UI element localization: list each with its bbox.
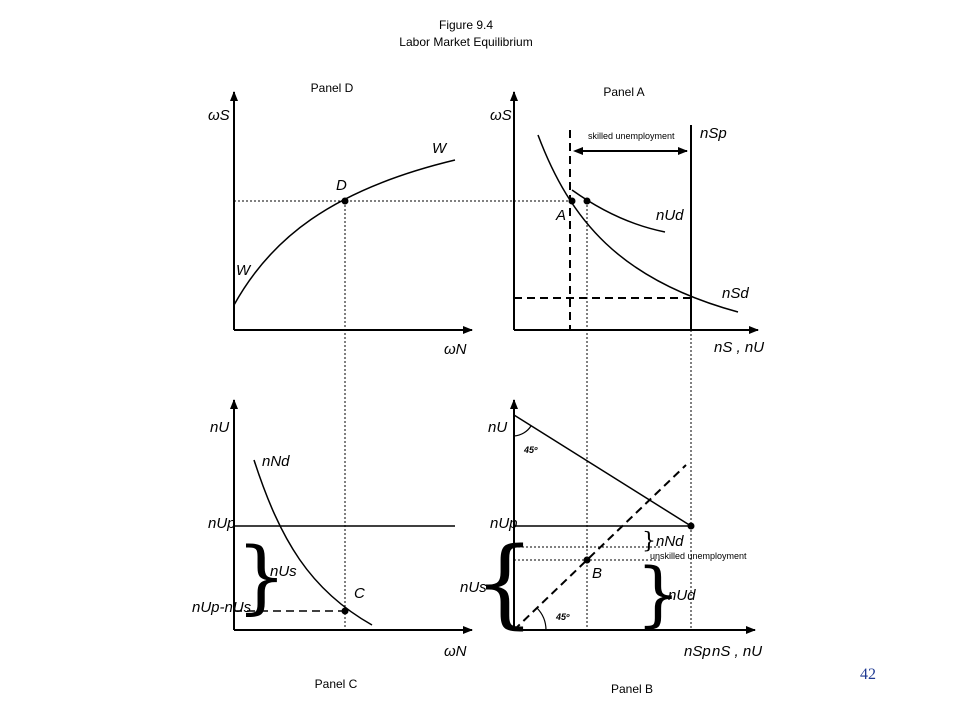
point-b [583,556,591,564]
panel-c: Panel C nU ωN C nNd nUp nUs nUp-nUs } [192,399,473,691]
panel-d-x-label: ωN [444,341,467,358]
diff-label-c: nUp-nUs [192,599,252,616]
nnd-label-b: nNd [656,533,684,550]
panel-b-title: Panel B [611,682,653,696]
panel-a-title: Panel A [603,85,644,99]
brace-b-nnd: } [642,529,656,554]
constraint-line [513,414,692,527]
unskilled-unemployment-label: unskilled unemployment [650,551,747,561]
angle-bottom-label: 45º [555,612,570,622]
panel-b: Panel B nU nS , nU 45º 45º B nUp nUs { }… [460,399,762,696]
nonskilled-demand-curve [253,459,373,626]
panel-c-x-label: ωN [444,643,467,660]
panel-d-y-label: ωS [208,107,230,124]
panel-a-y-label: ωS [490,107,512,124]
page-number: 42 [860,666,876,683]
nsp-label-b: nSp [684,643,711,660]
nsp-label: nSp [700,125,727,142]
brace-c: } [236,530,287,623]
curve-label-w-bottom: W [236,262,252,279]
panel-c-title: Panel C [315,677,358,691]
angle-top-label: 45º [523,445,538,455]
angle-arc-bottom [536,607,547,631]
panel-a: Panel A ωS nS , nU skilled unemployment … [490,85,764,356]
panel-d: Panel D ωS ωN W W D [208,81,473,358]
skilled-unemployment-label: skilled unemployment [588,131,675,141]
nup-label-b: nUp [490,515,518,532]
nud-label: nUd [656,207,684,224]
nus-label-c: nUs [270,563,297,580]
unskilled-demand-curve [571,189,666,233]
curve-label-w-top: W [432,140,448,157]
panel-b-x-label: nS , nU [712,643,762,660]
brace-b-nud: } [636,553,681,635]
brace-b-left: { [474,527,535,639]
point-d-label: D [336,177,347,194]
skilled-unemployment-arrow-left [573,147,583,155]
point-a-label: A [555,207,566,224]
figure-title: Labor Market Equilibrium [399,35,532,49]
nsd-label: nSd [722,285,749,302]
point-c [341,607,349,615]
angle-arc-top [513,425,532,437]
point-c-label: C [354,585,365,602]
nud-label-b: nUd [668,587,696,604]
nnd-label-c: nNd [262,453,290,470]
panel-c-y-label: nU [210,419,229,436]
nup-label-c: nUp [208,515,236,532]
nus-label-b: nUs [460,579,487,596]
panel-b-y-label: nU [488,419,507,436]
point-supply-b [687,522,695,530]
skilled-demand-curve [537,134,739,313]
panel-d-title: Panel D [311,81,354,95]
wage-curve-w [233,159,456,306]
panel-a-x-label: nS , nU [714,339,764,356]
point-b-label: B [592,565,602,582]
figure-number: Figure 9.4 [439,18,493,32]
